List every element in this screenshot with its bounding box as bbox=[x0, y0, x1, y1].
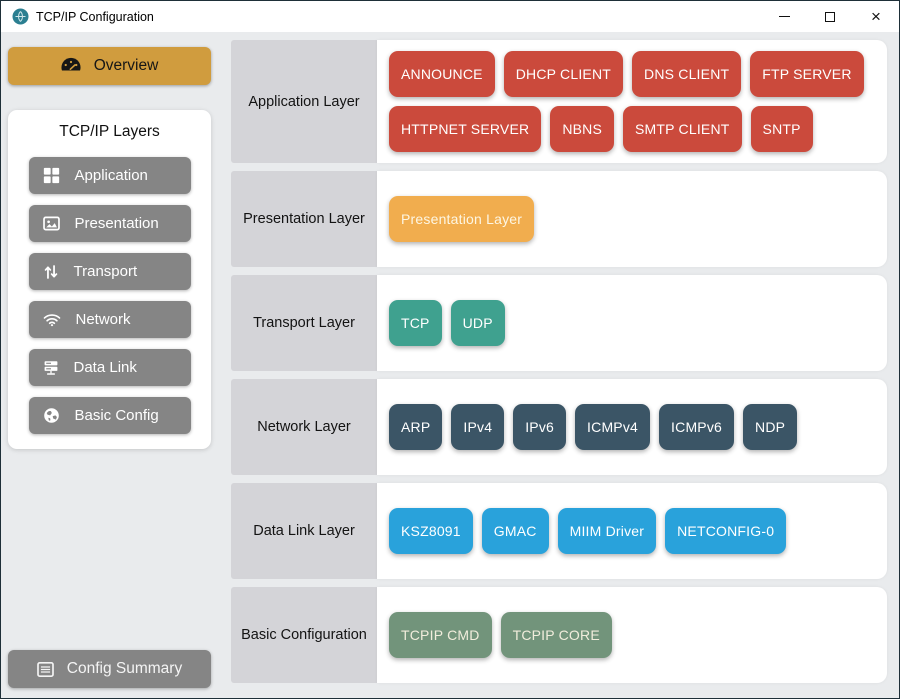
layer-row-label: Transport Layer bbox=[231, 275, 377, 371]
module-button-gmac[interactable]: GMAC bbox=[481, 508, 549, 554]
module-button-miim-driver[interactable]: MIIM Driver bbox=[557, 508, 657, 554]
window-title: TCP/IP Configuration bbox=[36, 9, 154, 24]
close-icon: × bbox=[871, 7, 881, 26]
overview-label: Overview bbox=[93, 57, 159, 74]
sidebar-item-application[interactable]: Application bbox=[28, 157, 191, 194]
module-button-netconfig-0[interactable]: NETCONFIG-0 bbox=[665, 508, 787, 554]
image-icon bbox=[42, 215, 60, 232]
module-button-smtp-client[interactable]: SMTP CLIENT bbox=[623, 106, 742, 152]
module-button-dns-client[interactable]: DNS CLIENT bbox=[632, 51, 742, 97]
maximize-button[interactable] bbox=[807, 1, 853, 32]
gauge-icon bbox=[61, 57, 81, 76]
module-button-dhcp-client[interactable]: DHCP CLIENT bbox=[503, 51, 624, 97]
layer-row-label: Network Layer bbox=[231, 379, 377, 475]
server-icon bbox=[43, 360, 59, 376]
module-button-tcpip-cmd[interactable]: TCPIP CMD bbox=[389, 612, 492, 658]
wifi-icon bbox=[43, 312, 61, 327]
sidebar-item-basic-config[interactable]: Basic Config bbox=[28, 397, 191, 434]
layer-row-label: Application Layer bbox=[231, 40, 377, 163]
module-button-icmpv4[interactable]: ICMPv4 bbox=[575, 404, 651, 450]
layers-panel: TCP/IP Layers Application bbox=[8, 110, 211, 449]
config-summary-label: Config Summary bbox=[66, 660, 183, 677]
sidebar-item-label: Data Link bbox=[73, 359, 137, 376]
sidebar-item-data-link[interactable]: Data Link bbox=[28, 349, 191, 386]
sidebar-item-transport[interactable]: Transport bbox=[28, 253, 191, 290]
module-button-udp[interactable]: UDP bbox=[450, 300, 505, 346]
layer-row-label: Data Link Layer bbox=[231, 483, 377, 579]
module-button-icmpv6[interactable]: ICMPv6 bbox=[659, 404, 735, 450]
minimize-button[interactable] bbox=[761, 1, 807, 32]
sidebar-item-presentation[interactable]: Presentation bbox=[28, 205, 191, 242]
module-button-arp[interactable]: ARP bbox=[389, 404, 443, 450]
window-controls: × bbox=[761, 1, 899, 32]
maximize-icon bbox=[825, 11, 835, 22]
globe-icon bbox=[43, 407, 60, 424]
module-button-nbns[interactable]: NBNS bbox=[550, 106, 615, 152]
arrows-up-down-icon bbox=[43, 264, 59, 280]
module-button-announce[interactable]: ANNOUNCE bbox=[389, 51, 495, 97]
module-button-tcp[interactable]: TCP bbox=[389, 300, 442, 346]
layer-row-presentation-layer: Presentation Layer Presentation Layer bbox=[231, 171, 887, 267]
minimize-icon bbox=[778, 16, 790, 17]
overview-button[interactable]: Overview bbox=[8, 47, 211, 85]
module-button-presentation-layer[interactable]: Presentation Layer bbox=[389, 196, 535, 242]
config-summary-button[interactable]: Config Summary bbox=[8, 650, 211, 688]
titlebar: TCP/IP Configuration × bbox=[1, 1, 899, 32]
sidebar: Overview TCP/IP Layers Application bbox=[1, 32, 229, 698]
module-button-ftp-server[interactable]: FTP SERVER bbox=[750, 51, 864, 97]
close-button[interactable]: × bbox=[853, 1, 899, 32]
module-button-ipv6[interactable]: IPv6 bbox=[513, 404, 567, 450]
list-icon bbox=[36, 661, 54, 677]
app-icon bbox=[12, 8, 29, 25]
layer-row-label: Presentation Layer bbox=[231, 171, 377, 267]
sidebar-item-network[interactable]: Network bbox=[28, 301, 191, 338]
sidebar-item-label: Basic Config bbox=[74, 407, 159, 424]
module-button-ipv4[interactable]: IPv4 bbox=[451, 404, 505, 450]
grid-icon bbox=[43, 167, 60, 184]
sidebar-item-label: Presentation bbox=[74, 215, 159, 232]
module-button-httpnet-server[interactable]: HTTPNET SERVER bbox=[389, 106, 542, 152]
module-button-tcpip-core[interactable]: TCPIP CORE bbox=[500, 612, 612, 658]
module-button-ksz8091[interactable]: KSZ8091 bbox=[389, 508, 473, 554]
layers-panel-title: TCP/IP Layers bbox=[59, 123, 160, 140]
app-body: Overview TCP/IP Layers Application bbox=[1, 32, 899, 698]
sidebar-item-label: Application bbox=[74, 167, 148, 184]
module-button-ndp[interactable]: NDP bbox=[743, 404, 798, 450]
sidebar-item-label: Transport bbox=[73, 263, 138, 280]
sidebar-item-label: Network bbox=[75, 311, 131, 328]
layer-row-panel: Presentation Layer bbox=[377, 171, 887, 267]
module-button-sntp[interactable]: SNTP bbox=[750, 106, 813, 152]
layer-row-label: Basic Configuration bbox=[231, 587, 377, 683]
